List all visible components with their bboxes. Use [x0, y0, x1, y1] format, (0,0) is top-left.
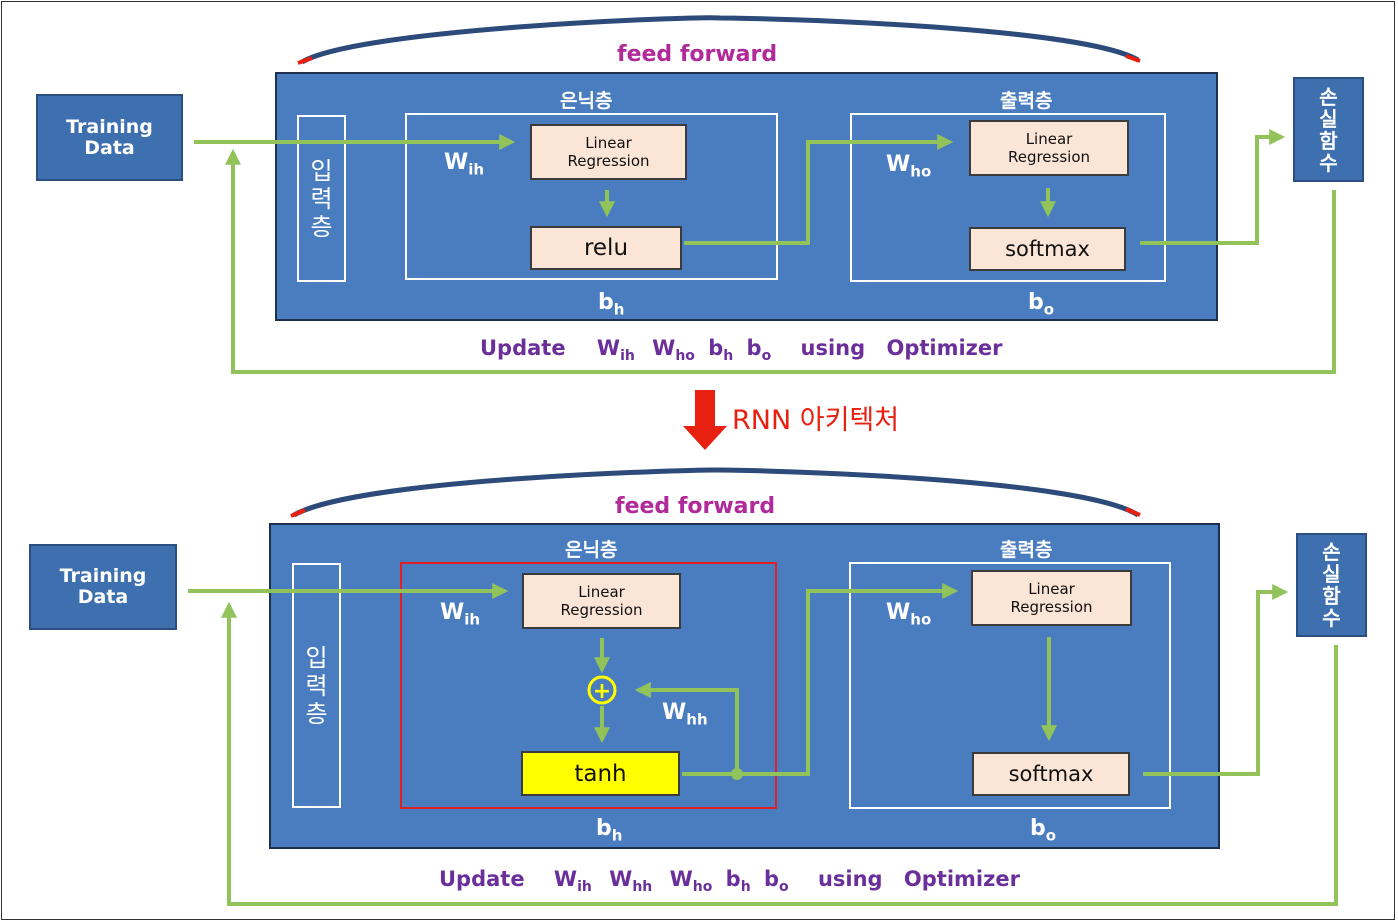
top-w-ho-label: Who	[886, 152, 932, 181]
bottom-feed-forward-label: feed forward	[615, 494, 776, 519]
top-hidden-linear-regression: Linear Regression	[530, 124, 687, 180]
bottom-output-layer-box	[849, 562, 1171, 809]
linear-text: Linear	[578, 583, 625, 601]
char: 함	[1319, 128, 1338, 153]
bottom-w-ih-label: Wih	[440, 600, 481, 629]
bottom-output-title: 출력층	[1000, 539, 1053, 561]
top-feedback-arrow	[225, 148, 1336, 374]
regression-text: Regression	[567, 152, 650, 170]
char: 력	[305, 671, 328, 700]
char: 층	[305, 699, 328, 728]
top-update-caption: Update Wih Who bh bo using Optimizer	[480, 336, 1003, 364]
bottom-tanh-to-output-arrow	[682, 583, 959, 776]
param-w-ho: Who	[669, 867, 713, 896]
top-softmax-box: softmax	[969, 227, 1126, 271]
data-text: Data	[77, 586, 129, 608]
char: 함	[1322, 584, 1341, 608]
char: 력	[310, 184, 333, 213]
char: 수	[1322, 606, 1341, 630]
bottom-b-o-label: bo	[1030, 816, 1057, 845]
top-input-layer-box	[297, 115, 346, 282]
bottom-feedback-arrow	[221, 601, 1338, 906]
top-input-layer-label: 입 력 층	[297, 115, 346, 282]
param-b-h: bh	[708, 336, 734, 365]
data-text: Data	[84, 136, 135, 159]
bottom-w-hh-label: Whh	[662, 700, 708, 729]
bottom-softmax-to-loss-arrow	[1143, 584, 1289, 776]
bottom-b-h-label: bh	[596, 816, 623, 845]
top-training-data-box: Training Data	[36, 94, 183, 181]
char: 층	[310, 212, 333, 241]
top-relu-to-output-arrow	[684, 134, 954, 245]
using-word: using	[800, 336, 866, 360]
char: 입	[305, 643, 328, 672]
regression-text: Regression	[560, 601, 643, 619]
regression-text: Regression	[1010, 598, 1093, 616]
bottom-plus-symbol: +	[593, 679, 611, 704]
top-softmax-to-loss-arrow	[1140, 129, 1286, 245]
bottom-hidden-linear-regression: Linear Regression	[522, 573, 681, 629]
bottom-loss-function-box: 손 실 함 수	[1296, 533, 1367, 637]
bottom-softmax-box: softmax	[972, 752, 1130, 796]
param-b-o: bo	[763, 867, 789, 896]
bottom-output-linear-regression: Linear Regression	[971, 570, 1132, 626]
param-w-hh: Whh	[609, 867, 653, 896]
optimizer-word: Optimizer	[903, 867, 1020, 891]
training-text: Training	[59, 565, 147, 587]
optimizer-word: Optimizer	[886, 336, 1003, 360]
bottom-plus-node	[587, 675, 617, 705]
bottom-feed-forward-arc	[292, 467, 1140, 518]
param-w-ho: Who	[652, 336, 695, 365]
param-b-h: bh	[725, 867, 751, 896]
bottom-update-caption: Update Wih Whh Who bh bo using Optimizer	[439, 867, 1020, 895]
bottom-junction-dot	[731, 768, 743, 780]
training-text: Training	[66, 115, 153, 138]
red-down-arrow-icon	[683, 390, 727, 450]
char: 실	[1322, 562, 1341, 586]
top-output-title: 출력층	[1000, 90, 1053, 112]
char: 실	[1319, 106, 1338, 131]
linear-text: Linear	[1028, 580, 1075, 598]
char: 손	[1322, 540, 1341, 564]
bottom-hidden-title: 은닉층	[565, 539, 618, 561]
top-feed-forward-arc	[300, 15, 1140, 65]
char: 입	[310, 156, 333, 185]
top-b-o-label: bo	[1028, 290, 1055, 319]
rnn-architecture-label: RNN 아키텍처	[732, 405, 900, 436]
linear-text: Linear	[585, 134, 632, 152]
bottom-input-layer-box	[292, 563, 341, 808]
bottom-w-ho-label: Who	[886, 600, 932, 629]
regression-text: Regression	[1007, 148, 1091, 166]
char: 수	[1319, 150, 1338, 175]
top-w-ih-label: Wih	[444, 150, 485, 179]
top-hidden-layer-box	[405, 113, 778, 280]
update-word: Update	[480, 336, 566, 360]
top-feed-forward-label: feed forward	[617, 42, 778, 67]
using-word: using	[817, 867, 883, 891]
param-w-ih: Wih	[596, 336, 635, 365]
update-word: Update	[439, 867, 525, 891]
bottom-input-layer-label: 입 력 층	[292, 563, 341, 808]
top-output-linear-regression: Linear Regression	[969, 120, 1129, 176]
bottom-tanh-box: tanh	[521, 751, 680, 796]
param-b-o: bo	[746, 336, 772, 365]
top-b-h-label: bh	[598, 290, 625, 319]
top-relu-box: relu	[530, 226, 682, 270]
top-loss-function-box: 손 실 함 수	[1293, 77, 1364, 182]
param-w-ih: Wih	[553, 867, 592, 896]
top-output-layer-box	[850, 113, 1166, 282]
bottom-hidden-layer-box	[400, 562, 777, 809]
bottom-recurrent-arrow	[634, 682, 739, 774]
char: 손	[1319, 84, 1338, 109]
linear-text: Linear	[1025, 130, 1073, 148]
top-hidden-title: 은닉층	[560, 90, 613, 112]
bottom-training-data-box: Training Data	[29, 544, 177, 630]
